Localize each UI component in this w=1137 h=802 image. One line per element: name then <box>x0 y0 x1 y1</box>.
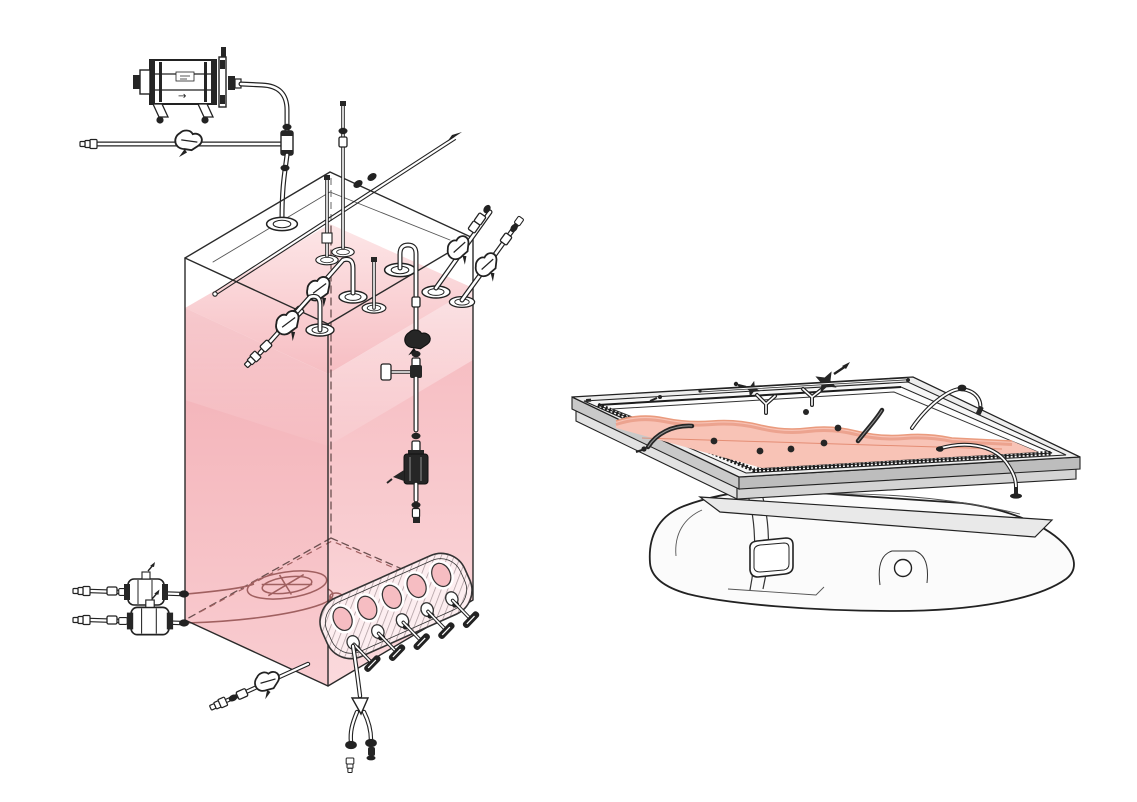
bag-port-dot <box>820 439 828 447</box>
vent-line-1 <box>433 203 493 291</box>
base-power-button <box>878 550 928 586</box>
inline-filter-1 <box>72 562 189 606</box>
bag-port-dot <box>710 437 718 445</box>
liquid-highlight-2 <box>185 308 328 446</box>
vent-line-2 <box>459 215 525 303</box>
capsule-label <box>175 71 195 82</box>
elbow-sample-line-2 <box>242 293 323 370</box>
rocker-assembly <box>571 362 1081 612</box>
rail-rod <box>649 377 907 402</box>
pinch-clamp-icon <box>250 666 287 702</box>
bag-y-connector <box>733 378 777 415</box>
tray-frame-sides <box>571 396 1081 500</box>
tank-assembly: → <box>72 47 525 773</box>
base-display <box>749 537 794 578</box>
luer-connector <box>345 757 355 773</box>
capsule-feet <box>151 103 215 124</box>
rod-tip <box>447 132 462 142</box>
connector-bead <box>282 123 292 131</box>
bag-port-dot <box>787 445 795 453</box>
top-port <box>265 216 299 232</box>
top-ports <box>265 101 476 337</box>
hang-cap <box>1010 487 1022 499</box>
luer-connector <box>72 614 91 626</box>
sparger-coil <box>185 570 343 624</box>
overhang-tube-1 <box>910 384 984 430</box>
capsule-outlet-line <box>238 81 292 136</box>
luer-connector <box>72 585 91 597</box>
tray-support-plate <box>698 496 1054 538</box>
culture-bag <box>611 391 1039 469</box>
inline-filter-2 <box>72 589 189 636</box>
tube-valve <box>380 363 422 381</box>
elbow-sample-line-1 <box>274 256 356 336</box>
hang-cap <box>975 405 984 416</box>
y-drain-line <box>345 643 377 773</box>
base-panel-seam <box>727 586 825 596</box>
overhang-tube-2 <box>936 442 1022 499</box>
bag-port-dot <box>803 409 809 415</box>
dip-tube-filter <box>386 450 429 485</box>
capsule-flow-arrow: → <box>178 91 186 102</box>
luer-connector <box>208 696 229 713</box>
bag-y-connector <box>801 362 850 407</box>
rail-clip <box>586 398 592 402</box>
dip-tube-line <box>380 242 431 523</box>
wall-pass-through <box>179 619 189 627</box>
capsule-band <box>150 60 155 104</box>
supply-line <box>79 129 294 222</box>
needle-rod <box>212 132 462 297</box>
luer-connector <box>79 138 98 150</box>
bag-fittings <box>635 362 885 455</box>
bag-port-dot <box>834 424 842 432</box>
liquid-highlight <box>328 288 473 446</box>
connector-bead <box>280 164 290 172</box>
bag-port-dot <box>756 447 764 455</box>
filter-capsule: → <box>133 47 242 124</box>
wall-pass-through <box>179 590 189 598</box>
liquid-wave-edge <box>615 415 1013 442</box>
y-connector <box>350 697 370 716</box>
side-drain-line <box>208 661 311 713</box>
pinch-clamp-icon <box>174 129 203 159</box>
capsule-left-cap <box>139 69 151 95</box>
drain-manifold <box>319 552 486 678</box>
